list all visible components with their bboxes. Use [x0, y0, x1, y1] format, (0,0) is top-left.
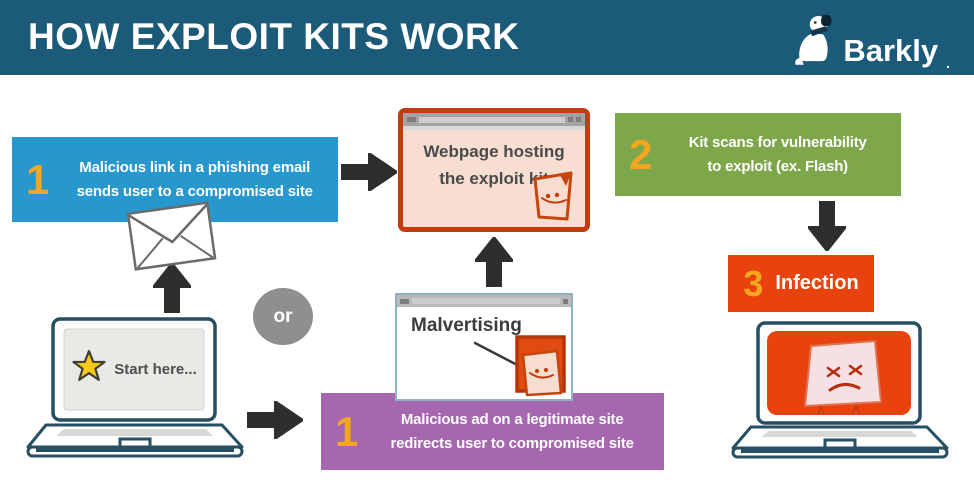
exploit-page-window: Webpage hosting the exploit kit [398, 108, 590, 232]
step-text-line2: sends user to a compromised site [76, 182, 313, 200]
step-text-line2: to exploit (ex. Flash) [707, 157, 848, 175]
page-title: HOW EXPLOIT KITS WORK [28, 16, 520, 57]
step-text-line1: Malicious ad on a legitimate site [400, 411, 624, 429]
step-number: 1 [335, 407, 359, 455]
barkly-logo: Barkly . [790, 12, 950, 71]
step-number: 2 [629, 130, 653, 178]
malvertising-window: Malvertising [395, 293, 573, 401]
step-phishing: 1 Malicious link in a phishing email sen… [12, 137, 338, 222]
step-infection: 3 Infection [728, 255, 874, 312]
arrow-down-icon [808, 201, 846, 251]
infection-label: Infection [775, 272, 859, 294]
back-button-icon [400, 298, 409, 304]
start-laptop: Start here... [24, 316, 246, 471]
dog-logo-icon [790, 12, 836, 71]
or-label: or [273, 305, 293, 327]
angry-face-icon [804, 340, 882, 415]
step-text: Kit scans for vulnerability to exploit (… [664, 131, 891, 178]
step-text: Malicious ad on a legitimate site redire… [370, 408, 654, 455]
arrow-right-icon [341, 153, 397, 191]
address-bar [412, 298, 560, 304]
start-label: Start here... [114, 360, 197, 378]
malicious-ad-icon [515, 335, 567, 402]
browser-toolbar [403, 113, 585, 126]
toolbar-divider [403, 126, 585, 130]
infected-laptop [729, 320, 951, 471]
exploit-page-line2: the exploit kit [439, 169, 549, 189]
toolbar-icon [563, 298, 568, 304]
arrow-right-icon [247, 401, 303, 439]
back-button-icon [407, 117, 416, 122]
laptop-icon [26, 317, 244, 458]
toolbar-icon [576, 117, 581, 122]
step-text: Malicious link in a phishing email sends… [61, 156, 328, 203]
step-number: 3 [743, 262, 764, 304]
step-text-line2: redirects user to compromised site [390, 434, 634, 452]
address-bar [419, 116, 565, 123]
or-badge: or [253, 288, 313, 345]
star-icon [71, 349, 107, 389]
brand-text: Barkly [843, 32, 939, 68]
exploit-kit-bag-icon [531, 171, 577, 226]
step-number: 1 [26, 155, 50, 203]
brand-trademark: . [946, 55, 950, 71]
start-screen: Start here... [64, 334, 204, 404]
step-scan: 2 Kit scans for vulnerability to exploit… [615, 113, 901, 196]
step-text-line1: Malicious link in a phishing email [79, 159, 311, 177]
browser-toolbar [397, 295, 571, 307]
envelope-icon [126, 200, 219, 278]
arrow-up-icon [475, 237, 513, 287]
arrow-up-icon [153, 263, 191, 313]
step-malvertising: 1 Malicious ad on a legitimate site redi… [321, 393, 664, 470]
exploit-page-text: Webpage hosting the exploit kit [403, 138, 585, 192]
step-text-line1: Kit scans for vulnerability [688, 134, 867, 152]
exploit-page-line1: Webpage hosting [423, 142, 565, 161]
toolbar-icon [568, 117, 573, 122]
laptop-icon [731, 321, 949, 459]
header-bar: HOW EXPLOIT KITS WORK Barkly . [0, 0, 974, 75]
malvertising-label: Malvertising [411, 315, 522, 336]
